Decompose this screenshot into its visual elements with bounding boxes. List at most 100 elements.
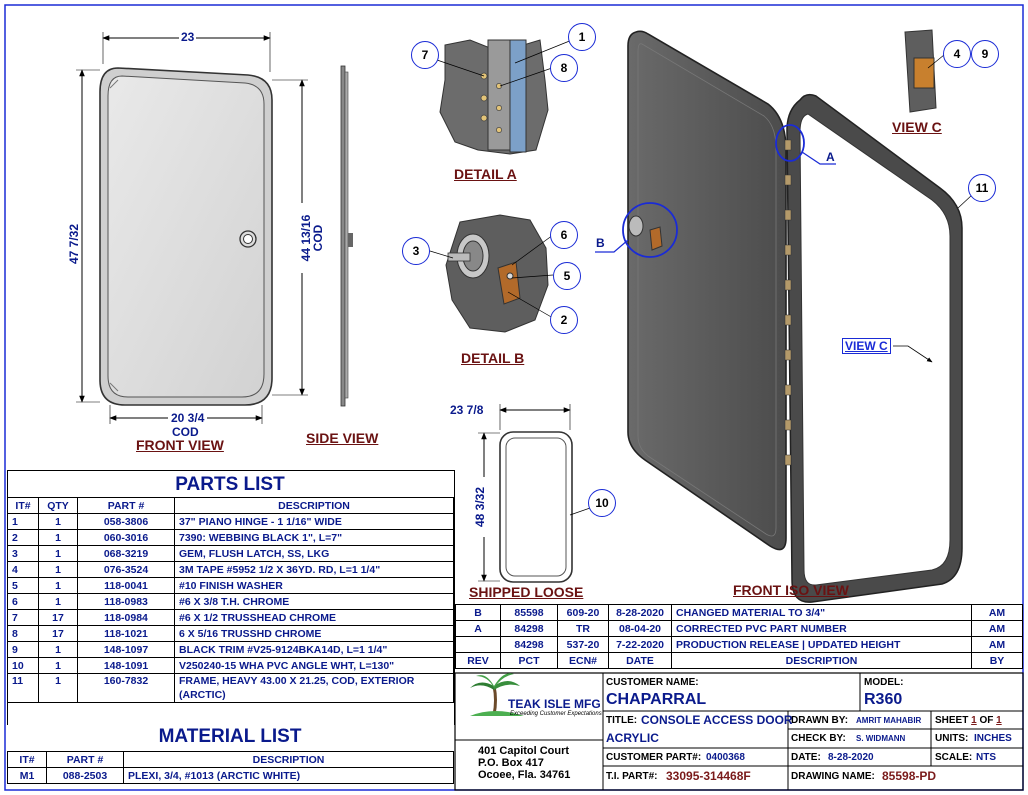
title-line-1: CONSOLE ACCESS DOOR: [641, 713, 793, 727]
table-cell: 6 X 5/16 TRUSSHD CHROME: [174, 625, 454, 642]
callout-11: 11: [968, 174, 996, 202]
parts-header-it: IT#: [7, 497, 39, 514]
table-cell: 8: [7, 625, 39, 642]
company-logo: [470, 673, 524, 716]
detail-b-label: DETAIL B: [461, 350, 525, 366]
table-cell-text-cont: (ARCTIC): [179, 689, 226, 701]
scale-value: NTS: [976, 752, 996, 763]
iso-view-drawing: [627, 30, 963, 603]
dim-height-left: 47 7/32: [67, 214, 81, 274]
table-cell: 8-28-2020: [608, 604, 672, 621]
table-cell: 2: [7, 529, 39, 546]
table-cell: AM: [971, 636, 1023, 653]
table-cell: CHANGED MATERIAL TO 3/4": [671, 604, 972, 621]
callout-8: 8: [550, 54, 578, 82]
sheet-word: SHEET: [935, 715, 969, 726]
table-cell: 118-0041: [77, 577, 175, 594]
view-c-label: VIEW C: [892, 119, 942, 135]
table-cell: 537-20: [557, 636, 609, 653]
table-cell: CORRECTED PVC PART NUMBER: [671, 620, 972, 637]
material-header-desc: DESCRIPTION: [123, 751, 454, 768]
detail-a-drawing: [439, 39, 549, 155]
table-cell: PLEXI, 3/4, #1013 (ARCTIC WHITE): [123, 767, 454, 784]
revision-header-desc: DESCRIPTION: [671, 652, 972, 669]
table-cell: 058-3806: [77, 513, 175, 530]
callout-9: 9: [971, 40, 999, 68]
sheet-label: SHEET 1 OF 1: [935, 715, 1002, 726]
table-cell: 148-1097: [77, 641, 175, 658]
table-cell-text: FRAME, HEAVY 43.00 X 21.25, COD, EXTERIO…: [179, 675, 415, 687]
front-iso-view-label: FRONT ISO VIEW: [733, 582, 849, 598]
table-cell: 1: [38, 673, 78, 703]
scale-label: SCALE:: [935, 752, 973, 763]
table-cell: B: [455, 604, 501, 621]
shipped-loose-label: SHIPPED LOOSE: [469, 584, 584, 600]
sheet-number: 1: [971, 715, 977, 726]
units-label: UNITS:: [935, 733, 969, 744]
customer-part-label: CUSTOMER PART#:: [606, 752, 702, 763]
revision-header-rev: REV: [455, 652, 501, 669]
ti-part-label: T.I. PART#:: [606, 771, 658, 782]
table-cell: 3M TAPE #5952 1/2 X 36YD. RD, L=1 1/4": [174, 561, 454, 578]
side-view-label: SIDE VIEW: [306, 430, 379, 446]
table-cell: FRAME, HEAVY 43.00 X 21.25, COD, EXTERIO…: [174, 673, 454, 703]
table-cell: 148-1091: [77, 657, 175, 674]
table-cell: TR: [557, 620, 609, 637]
customer-part-value: 0400368: [706, 752, 745, 763]
drawn-by-label: DRAWN BY:: [791, 715, 849, 726]
view-c-drawing: [904, 29, 937, 113]
material-list-title: MATERIAL LIST: [158, 726, 302, 747]
table-cell: 7: [7, 609, 39, 626]
check-by-label: CHECK BY:: [791, 733, 846, 744]
table-cell: #6 X 3/8 T.H. CHROME: [174, 593, 454, 610]
detail-a-label: DETAIL A: [454, 166, 517, 182]
table-cell: 1: [38, 545, 78, 562]
table-cell: 11: [7, 673, 39, 703]
table-cell: 1: [38, 561, 78, 578]
parts-list-title: PARTS LIST: [175, 474, 285, 495]
table-cell: #10 FINISH WASHER: [174, 577, 454, 594]
table-cell: 37" PIANO HINGE - 1 1/16" WIDE: [174, 513, 454, 530]
callout-4: 4: [943, 40, 971, 68]
table-cell: 7390: WEBBING BLACK 1", L=7": [174, 529, 454, 546]
units-value: INCHES: [974, 733, 1012, 744]
table-cell: 17: [38, 625, 78, 642]
table-cell: 068-3219: [77, 545, 175, 562]
side-view-drawing: [340, 65, 353, 407]
address-line-2: P.O. Box 417: [478, 757, 544, 769]
material-header-part: PART #: [46, 751, 124, 768]
revision-header-by: BY: [971, 652, 1023, 669]
table-cell: 088-2503: [46, 767, 124, 784]
date-value: 8-28-2020: [828, 752, 874, 763]
table-cell: A: [455, 620, 501, 637]
parts-header-row: IT# QTY PART # DESCRIPTION: [7, 497, 454, 514]
ti-part-value: 33095-314468F: [666, 769, 751, 783]
table-cell: [455, 636, 501, 653]
table-cell: 609-20: [557, 604, 609, 621]
table-cell: 118-1021: [77, 625, 175, 642]
table-cell: 118-0983: [77, 593, 175, 610]
table-cell: AM: [971, 620, 1023, 637]
model-value: R360: [864, 691, 903, 708]
parts-header-part: PART #: [77, 497, 175, 514]
detail-b-drawing: [445, 214, 549, 333]
table-cell: 6: [7, 593, 39, 610]
callout-1: 1: [568, 23, 596, 51]
callout-5: 5: [553, 262, 581, 290]
table-cell: 17: [38, 609, 78, 626]
check-by-value: S. WIDMANN: [856, 734, 906, 743]
parts-spacer: [7, 704, 455, 722]
company-name: TEAK ISLE MFG: [508, 697, 601, 711]
drawing-name-label: DRAWING NAME:: [791, 771, 875, 782]
